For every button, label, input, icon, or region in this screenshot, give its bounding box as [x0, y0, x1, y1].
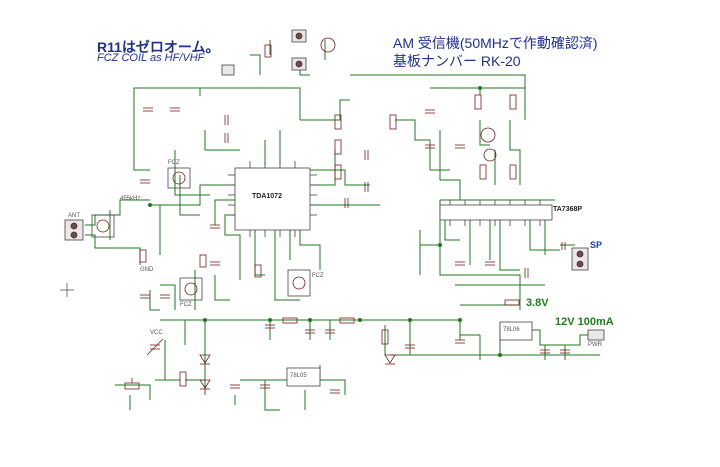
pwr-label: PWR: [588, 342, 602, 348]
sp-label: SP: [590, 240, 603, 250]
fcz-coil-1-label: FCZ: [168, 160, 180, 166]
sp-connector: [571, 247, 589, 271]
gnd-label: GND: [140, 267, 154, 273]
fcz-coil-2-label: FCZ: [180, 302, 192, 308]
pwr-connector: [587, 329, 605, 341]
if-filter-label: 455kHz: [120, 196, 141, 202]
supply-3v8-label: 3.8V: [526, 297, 549, 309]
vcc-label: VCC: [150, 330, 163, 336]
title-line-1: AM 受信機(50MHzで作動確認済): [393, 35, 598, 51]
note-r11: R11はゼロオーム。: [97, 39, 220, 55]
ant-label: ANT: [68, 213, 80, 219]
title-line-2: 基板ナンバー RK-20: [393, 53, 521, 69]
regulator-2-label: 78L06: [503, 327, 520, 333]
ant-connector: [64, 219, 84, 241]
components: [60, 29, 605, 394]
regulator-2: [499, 321, 533, 341]
regulator-1: [286, 367, 321, 387]
supply-12v-label: 12V 100mA: [555, 316, 614, 328]
wires: [85, 40, 600, 411]
regulator-1-label: 78L05: [290, 373, 307, 379]
ic2-label: TA7368P: [553, 206, 583, 213]
ic1-body: [234, 167, 311, 231]
ic1-label: TDA1072: [252, 193, 282, 200]
note-fcz-coil: FCZ COIL as HF/VHF: [97, 52, 205, 64]
fcz-coil-3-label: FCZ: [312, 273, 324, 279]
ic2-body: [439, 204, 553, 221]
